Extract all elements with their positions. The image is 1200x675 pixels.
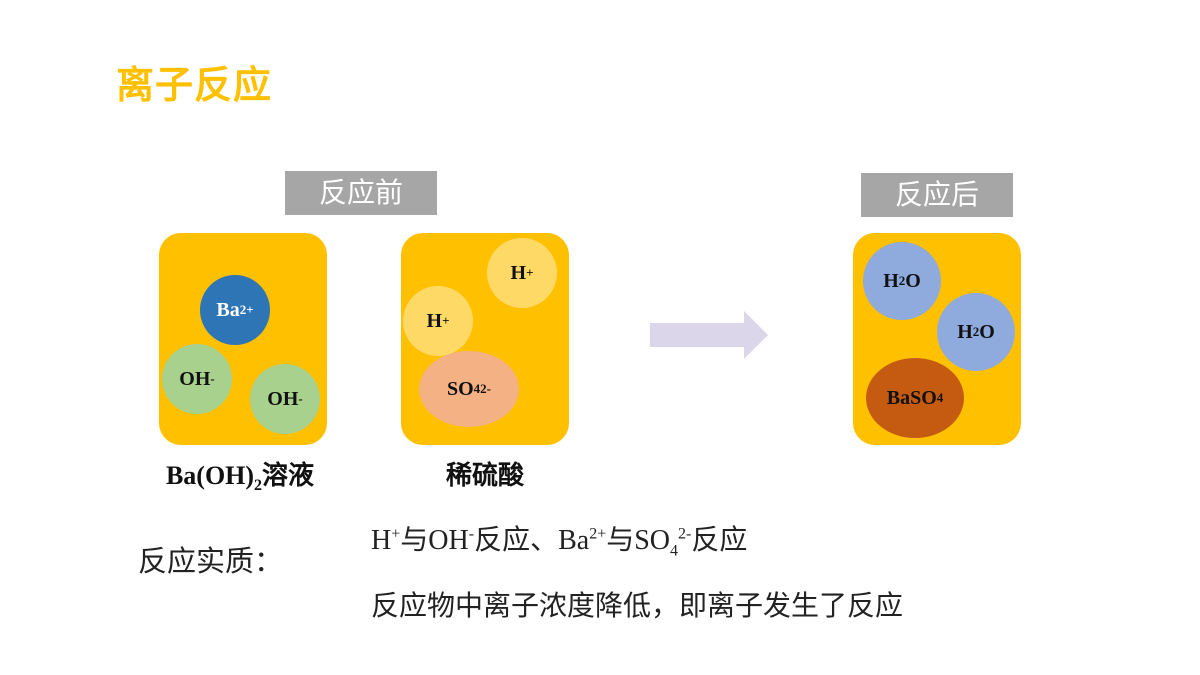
react-text: 反应、 [474,523,559,556]
oh-ion-symbol: OH [179,367,211,390]
oh-ion: OH- [250,364,320,434]
baoh2-caption-text: 溶液 [262,461,315,491]
oh-ion-symbol: OH [267,387,299,410]
baoh2-subscript: 2 [254,477,263,495]
water-o: O [979,320,995,343]
after-reaction-label: 反应后 [861,173,1013,217]
oh-charge: - [468,525,475,543]
reaction-essence-label: 反应实质： [138,544,284,578]
react-text: 反应 [691,523,748,556]
reaction-essence-line-2: 反应物中离子浓度降低，即离子发生了反应 [371,589,904,622]
h-text: H [371,525,392,556]
arrow-shape [650,311,768,359]
reaction-arrow-icon [650,311,768,359]
slide-title: 离子反应 [116,63,273,107]
h-ion: H+ [403,286,473,356]
so4-ion-symbol: SO [446,377,474,400]
so-subscript: 4 [670,542,679,560]
with-text: 与 [400,523,429,556]
before-reaction-label: 反应前 [285,171,437,215]
h-charge: + [391,525,401,543]
water-o: O [905,269,921,292]
oh-ion: OH- [162,344,232,414]
baoh2-formula: Ba(OH) [165,461,255,490]
so-text: SO [634,525,671,556]
oh-text: OH [428,525,469,556]
h-ion-symbol: H [426,309,443,332]
reaction-essence-line-1: H+与OH-反应、Ba2+与SO42-反应 [371,518,747,561]
water-h: H [883,269,899,292]
baoh2-caption: Ba(OH)2溶液 [140,455,340,495]
sulfuric-acid-caption: 稀硫酸 [445,461,524,491]
baso4-symbol: BaSO [886,386,937,409]
water-h: H [957,320,973,343]
h-ion: H+ [487,238,557,308]
so-charge: 2- [678,525,692,543]
ba-ion-symbol: Ba [216,298,240,321]
with-text: 与 [606,523,635,556]
ba-charge: 2+ [589,525,607,543]
h-ion-symbol: H [510,261,527,284]
ba-text: Ba [558,525,590,556]
